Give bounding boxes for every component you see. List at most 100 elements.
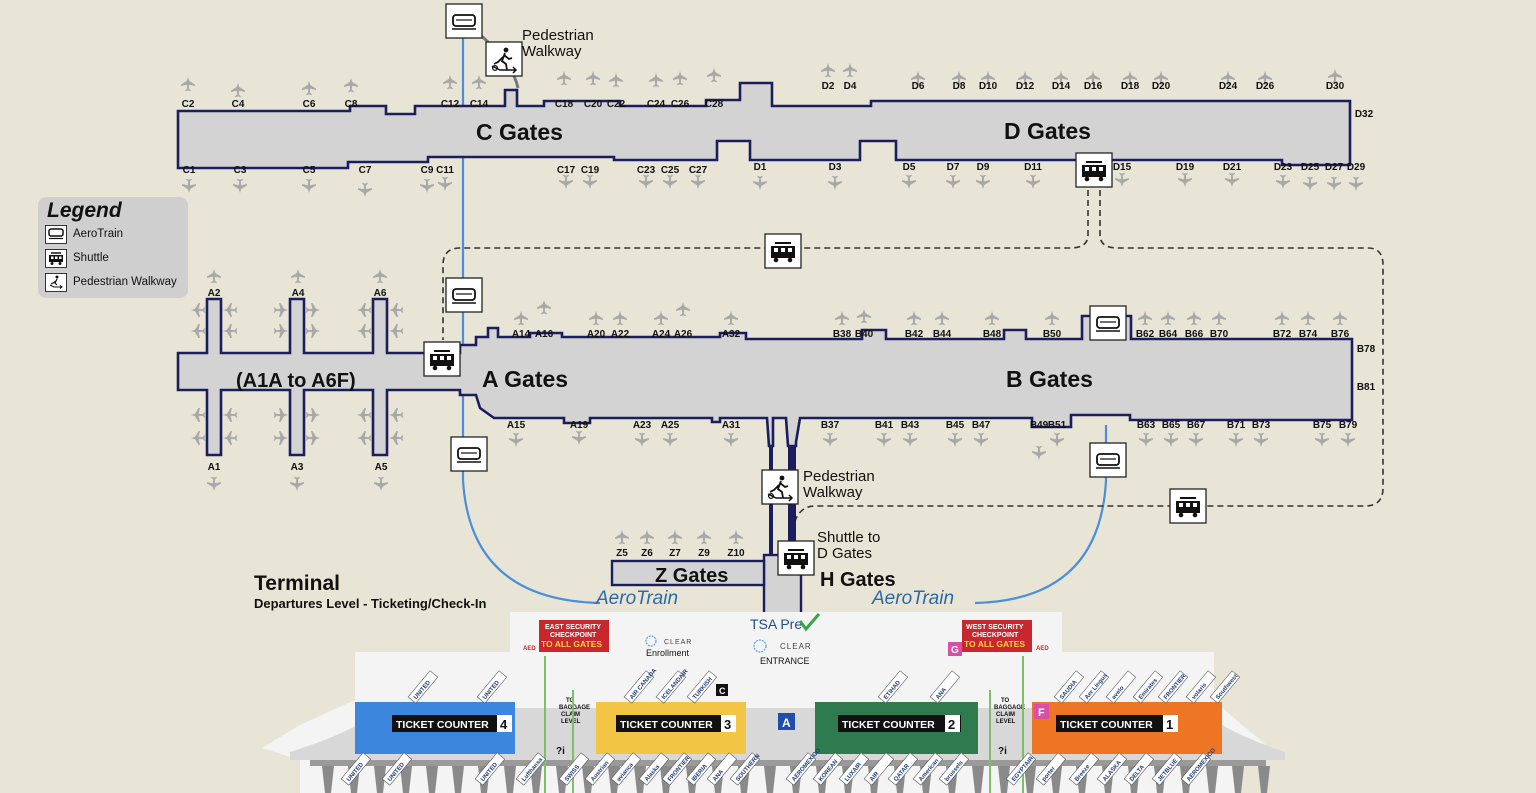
gate-label: B50 [1043,329,1062,340]
aircraft-icon [1139,432,1153,447]
baggage-claim-sign-east: TO BAGGAGE CLAIM LEVEL [559,698,590,725]
aircraft-icon [572,430,586,445]
gate-label: A14 [512,329,531,340]
shuttle-icon [45,248,67,268]
aircraft-icon [985,311,999,326]
shuttle-icon [777,540,815,576]
aircraft-icon [649,73,663,88]
svg-text:3: 3 [724,717,731,732]
airline-tag: AIR [863,752,895,786]
aircraft-icon [1303,176,1317,191]
aircraft-icon [976,174,990,189]
aircraft-icon [358,182,372,197]
checkmark-icon [798,613,821,632]
aircraft-icon [935,311,949,326]
aircraft-icon [586,71,600,86]
aircraft-icon [946,174,960,189]
gate-label: D26 [1256,81,1275,92]
aircraft-icon [1178,172,1192,187]
pillar [764,766,776,793]
aircraft-icon [537,300,551,315]
b-gates-title: B Gates [1006,366,1093,392]
aircraft-icon [640,530,654,545]
gate-label: C23 [637,165,656,176]
clear-enrollment: CLEAR Enrollment [645,635,691,658]
shuttle-icon [1075,152,1113,188]
gate-label: B62 [1136,329,1155,340]
aircraft-icon [273,408,288,422]
east-security-checkpoint: EAST SECURITY CHECKPOINT TO ALL GATES [539,620,609,652]
legend: Legend AeroTrain Shuttle Pedestrian Walk… [38,197,188,298]
aircraft-icon [835,311,849,326]
svg-text:4: 4 [500,717,508,732]
aircraft-icon [589,311,603,326]
gate-label: C14 [470,99,489,110]
aircraft-icon [613,311,627,326]
aircraft-icon [663,174,677,189]
gate-label: A32 [722,329,741,340]
aircraft-icon [583,174,597,189]
gate-label: C26 [671,99,690,110]
aed-sign-west: AED [1036,646,1049,652]
gate-label: D20 [1152,81,1171,92]
pillar [972,766,984,793]
svg-text:TICKET COUNTER: TICKET COUNTER [620,719,713,731]
gate-label: C20 [584,99,603,110]
aircraft-icon [357,303,372,317]
gate-label: B43 [901,420,920,431]
gate-label: D15 [1113,162,1132,173]
gate-label: C1 [183,165,196,176]
info-sign-east: ?i [556,746,565,757]
gate-label: B64 [1159,329,1178,340]
baggage-claim-sign-west: TO BAGGAGE CLAIM LEVEL [994,698,1025,725]
gate-label: Z5 [616,548,628,559]
door-g-marker [948,642,962,656]
terminal-title: Terminal [254,572,340,595]
aerotrain-lines [461,22,1108,605]
gate-label: C27 [689,165,708,176]
aircraft-icon [273,303,288,317]
gate-label: B71 [1227,420,1246,431]
gate-label: B63 [1137,420,1156,431]
legend-item-pedestrian-walkway: Pedestrian Walkway [45,272,177,292]
pedestrian-walkway-icon [45,272,67,292]
aircraft-icon [302,178,316,193]
aircraft-icon [1349,176,1363,191]
gate-label: A5 [375,462,388,473]
pillar [452,766,464,793]
gate-label: A15 [507,420,526,431]
aircraft-icon [1276,174,1290,189]
aircraft-icon [857,309,871,324]
gate-label: Z9 [698,548,710,559]
c-gates-title: C Gates [476,119,563,145]
gate-label: C12 [441,99,460,110]
gate-label: C6 [303,99,316,110]
aircraft-icon [1254,432,1268,447]
svg-text:TO ALL GATES: TO ALL GATES [541,639,602,649]
aircraft-icon [207,476,221,491]
aircraft-icon [1341,432,1355,447]
ticket-counter-2: TICKET COUNTER 2 [838,715,961,732]
aircraft-icon [821,63,835,78]
gate-label: B75 [1313,420,1332,431]
aircraft-icon [724,432,738,447]
pillar [1258,766,1270,793]
gate-label: B42 [905,329,924,340]
gate-label: D2 [822,81,835,92]
aircraft-icon [1189,432,1203,447]
gate-label: D27 [1325,162,1344,173]
airline-tag: Southwest [1209,670,1241,704]
gate-label: B74 [1299,329,1318,340]
gate-label: A25 [661,420,680,431]
svg-text:TO: TO [566,698,575,704]
aircraft-icon [181,77,195,92]
svg-text:TO ALL GATES: TO ALL GATES [964,639,1025,649]
aircraft-icon [1333,311,1347,326]
aircraft-icon [305,324,320,338]
door-a-label: A [782,716,791,730]
gate-label: C28 [705,99,724,110]
gate-label: C11 [436,165,454,176]
gate-label: B70 [1210,329,1229,340]
gate-label: A4 [292,288,305,299]
aircraft-icon [1050,432,1064,447]
